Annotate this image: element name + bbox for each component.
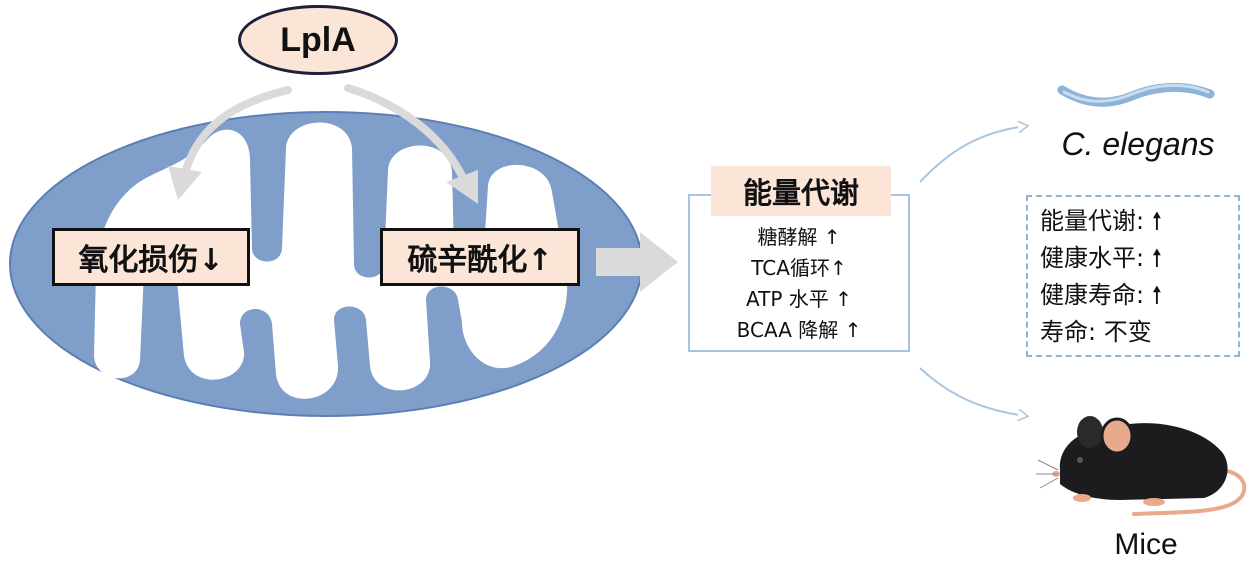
outcome-health: 健康水平: 🠕 [1040,244,1163,272]
lpla-label: LplA [238,5,398,75]
energy-item-bcaa: BCAA 降解 ↑ [736,318,862,342]
energy-item-glycolysis: 糖酵解 ↑ [757,225,841,249]
outcome-healthspan: 健康寿命: 🠕 [1040,281,1163,309]
outcome-list: 能量代谢: 🠕 健康水平: 🠕 健康寿命: 🠕 寿命: 不变 [1040,203,1162,351]
lpla-arrows [168,84,478,204]
mouse-whiskers [1036,459,1059,489]
arrow-head-left [168,166,202,200]
energy-metabolism-list: 糖酵解 ↑ TCA循环↑ ATP 水平 ↑ BCAA 降解 ↑ [690,222,908,346]
mouse-hind-paw [1143,498,1165,506]
outcome-box [1026,195,1240,357]
mouse-ear-back [1077,416,1103,448]
mitochondrion [9,111,643,417]
arrow-to-lipoylation [344,84,466,180]
outcome-energy: 能量代谢: 🠕 [1040,207,1163,235]
arrow-head-right [446,170,478,204]
energy-item-tca: TCA循环↑ [751,256,847,280]
mouse-icon [1036,416,1247,516]
celegans-label: C. elegans [1061,126,1215,162]
arrow-to-mice [919,367,1026,416]
outcome-lifespan: 寿命: 不变 [1040,318,1152,346]
mice-label: Mice [1114,528,1178,561]
lipoylation-label: 硫辛酰化↑ [380,228,580,286]
mouse-ear [1100,417,1134,455]
mouse-front-paw [1073,494,1091,502]
oxidative-damage-label: 氧化损伤↓ [52,228,250,286]
celegans-icon [1057,83,1215,107]
arrow-to-celegans [919,126,1026,183]
energy-metabolism-box [688,194,910,352]
arrow-to-oxidative-damage [182,86,292,174]
mouse-tail [1132,468,1247,516]
energy-item-atp: ATP 水平 ↑ [746,287,852,311]
energy-metabolism-title: 能量代谢 [711,166,891,216]
arrow-to-energy-metabolism [596,232,678,292]
mitochondrion-cristae [94,122,568,399]
mouse-eye [1077,457,1083,463]
